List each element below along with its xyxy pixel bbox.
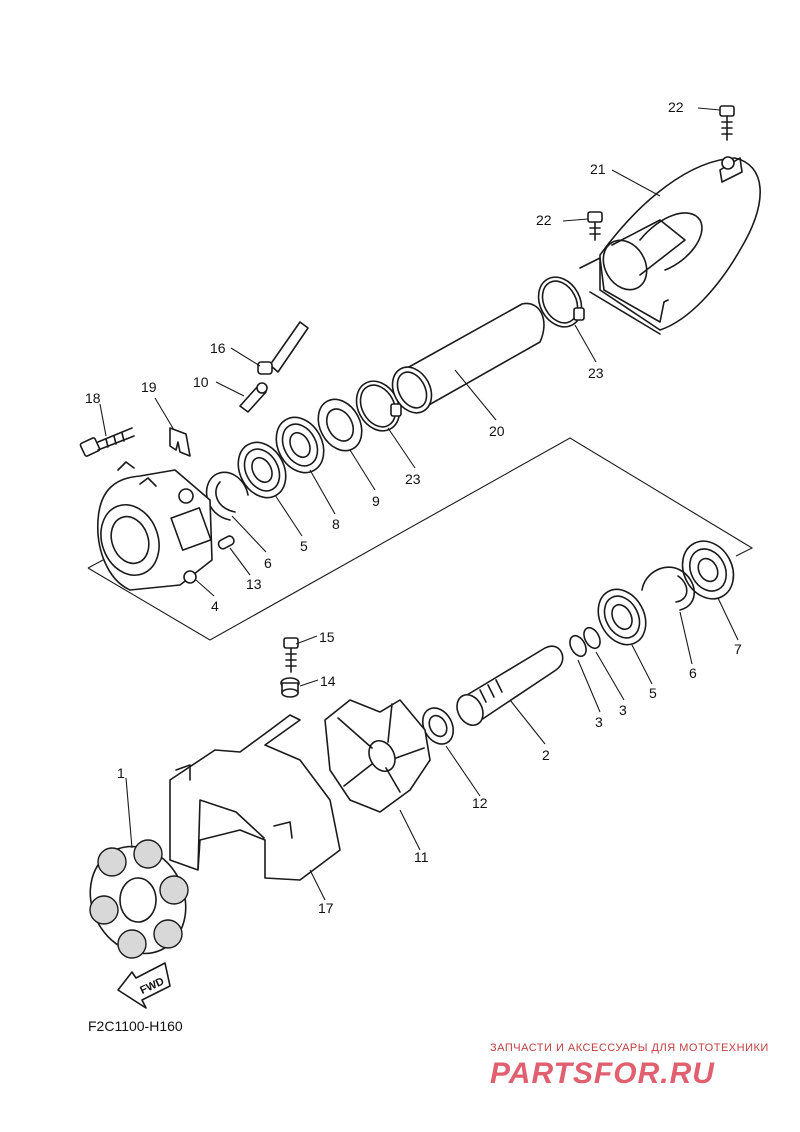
- part-17-intake-duct: [169, 714, 341, 881]
- label-part-13: 13: [246, 576, 262, 592]
- label-part-22-side: 22: [536, 212, 552, 228]
- fwd-direction-arrow: FWD: [117, 962, 171, 1009]
- part-19-plate: [169, 427, 191, 457]
- part-22-bolt-side: [587, 211, 603, 241]
- part-16-clip-and-hose: [257, 321, 309, 375]
- label-part-7: 7: [734, 641, 742, 657]
- label-part-3b: 3: [619, 702, 627, 718]
- label-part-18: 18: [85, 390, 101, 406]
- part-15-bolt: [283, 637, 299, 673]
- label-part-23-left: 23: [405, 471, 421, 487]
- part-7-bearing: [681, 540, 735, 600]
- part-6-circlip-lower: [641, 566, 695, 611]
- part-21-nozzle-duct: [579, 156, 761, 335]
- part-2-drive-shaft: [456, 645, 564, 727]
- leader-lines: [99, 107, 739, 901]
- label-part-20: 20: [489, 423, 505, 439]
- watermark-tagline: ЗАПЧАСТИ И АКСЕССУАРЫ ДЛЯ МОТОТЕХНИКИ: [490, 1042, 769, 1054]
- label-part-19: 19: [141, 379, 157, 395]
- label-part-5-upper: 5: [300, 538, 308, 554]
- part-23-clamp-right: [537, 276, 585, 328]
- part-3-o-rings: [569, 626, 601, 658]
- part-1-coupling-damper: [89, 839, 189, 959]
- label-part-17: 17: [318, 900, 334, 916]
- part-22-bolt-top: [719, 105, 735, 141]
- label-part-4: 4: [211, 598, 219, 614]
- label-part-12: 12: [472, 795, 488, 811]
- part-labels: 1 2 3 3 4 5 5 6 6 7 8 9 10 11 12 13 14 1…: [85, 99, 742, 916]
- part-8-bearing: [275, 416, 325, 474]
- label-part-14: 14: [320, 673, 336, 689]
- label-part-2: 2: [542, 747, 550, 763]
- upper-assembly-plane: [87, 437, 754, 641]
- part-20-hose: [391, 302, 545, 414]
- part-14-collar: [280, 677, 300, 698]
- label-part-5-lower: 5: [649, 685, 657, 701]
- label-part-10: 10: [193, 374, 209, 390]
- label-part-9: 9: [372, 493, 380, 509]
- label-part-15: 15: [319, 629, 335, 645]
- label-part-21: 21: [590, 161, 606, 177]
- figure-code: F2C1100-H160: [88, 1018, 183, 1034]
- part-6-circlip-upper: [205, 471, 249, 521]
- watermark-site: PARTSFOR.RU: [490, 1057, 715, 1090]
- label-part-22-top: 22: [668, 99, 684, 115]
- label-part-6-lower: 6: [689, 665, 697, 681]
- label-part-1: 1: [117, 765, 125, 781]
- part-11-impeller: [324, 699, 431, 813]
- part-10-fitting: [239, 382, 268, 413]
- label-part-8: 8: [332, 516, 340, 532]
- part-5-bearing-upper: [237, 441, 287, 499]
- part-4-impeller-housing: [97, 461, 213, 591]
- part-5-bearing-lower: [597, 588, 647, 646]
- label-part-6-upper: 6: [264, 555, 272, 571]
- label-part-3a: 3: [595, 714, 603, 730]
- part-9-oil-seal: [317, 398, 363, 452]
- label-part-11: 11: [414, 849, 429, 865]
- label-part-16: 16: [210, 340, 226, 356]
- watermark: ЗАПЧАСТИ И АКСЕССУАРЫ ДЛЯ МОТОТЕХНИКИ PA…: [490, 1042, 769, 1090]
- part-18-bolt: [79, 427, 135, 457]
- label-part-23-right: 23: [588, 365, 604, 381]
- part-13-dowel-pin: [217, 535, 235, 550]
